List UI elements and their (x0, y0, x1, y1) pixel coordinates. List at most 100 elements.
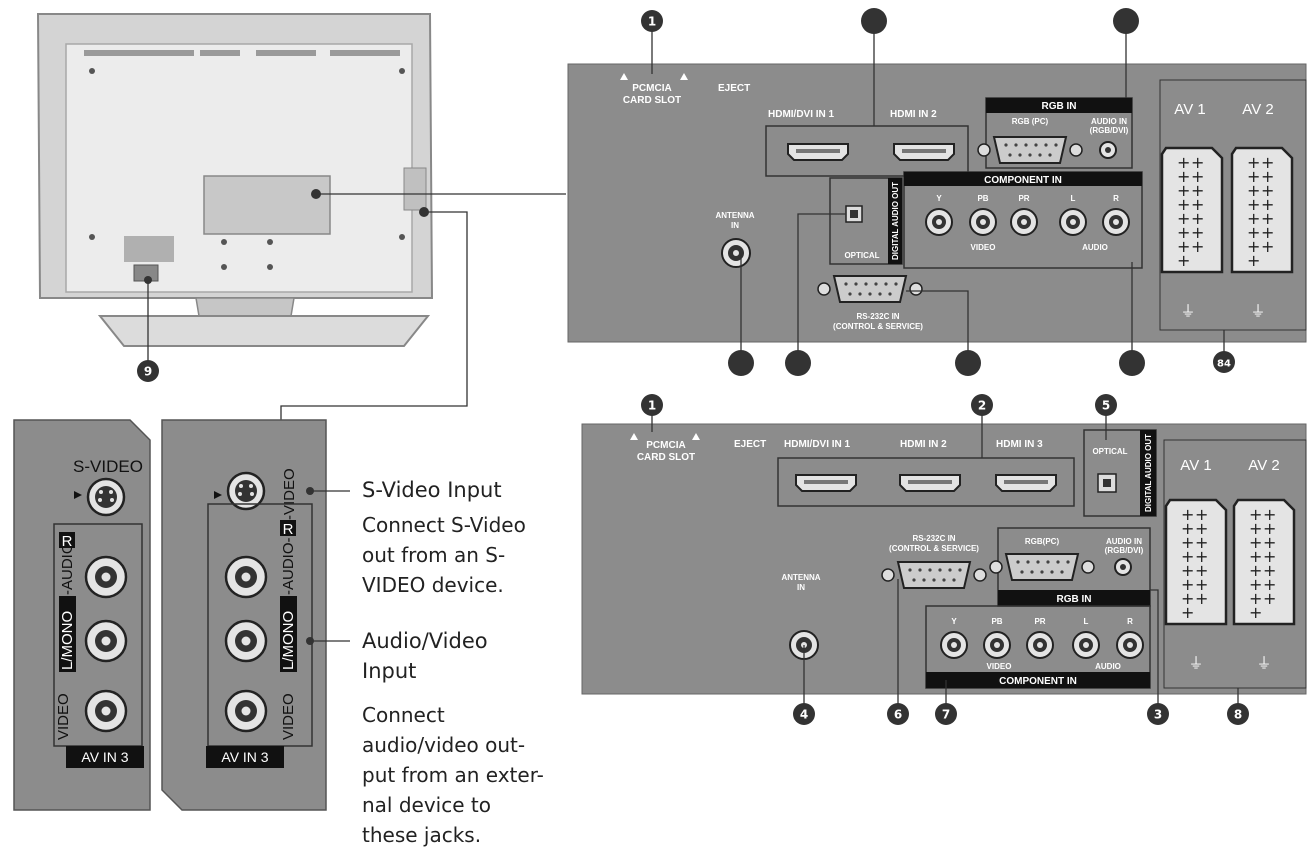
svg-text:R: R (62, 533, 73, 550)
av-input-title-line-2: Input (362, 659, 417, 683)
svg-text:L: L (1084, 617, 1089, 626)
rear-panel-top: PCMCIA CARD SLOT EJECT HDMI/DVI IN 1 HDM… (567, 63, 1307, 343)
svg-text:AV IN 3: AV IN 3 (221, 749, 268, 765)
svg-text:(RGB/DVI): (RGB/DVI) (1105, 546, 1144, 555)
svg-text:⏚: ⏚ (1180, 303, 1195, 320)
svg-text:PB: PB (977, 194, 988, 203)
svg-text:AUDIO: AUDIO (1082, 243, 1108, 252)
callout-lines-bottom (651, 414, 1239, 704)
badge-top-blank-1 (861, 8, 887, 34)
side-panel-right: S-VIDEO VIDEO L/MONO -AUDIO- R AV IN 3 (161, 419, 327, 811)
badge-top-blank-5 (955, 350, 981, 376)
svg-text:DIGITAL AUDIO OUT: DIGITAL AUDIO OUT (1144, 434, 1153, 512)
svg-text:VIDEO: VIDEO (280, 693, 297, 740)
svg-text:PCMCIA: PCMCIA (632, 83, 671, 94)
svg-text:HDMI IN 2: HDMI IN 2 (900, 439, 947, 450)
svg-text:L: L (1071, 194, 1076, 203)
svg-text:1: 1 (648, 399, 656, 413)
svg-text:9: 9 (144, 365, 152, 379)
badge-top-blank-6 (1119, 350, 1145, 376)
svg-text:AV 1: AV 1 (1180, 457, 1211, 474)
svg-text:OPTICAL: OPTICAL (1092, 447, 1127, 456)
svg-text:AV 2: AV 2 (1242, 101, 1273, 118)
svg-text:ANTENNA: ANTENNA (781, 573, 820, 582)
svg-text:IN: IN (797, 583, 805, 592)
av-desc-line-3: put from an exter- (362, 763, 544, 787)
svideo-desc-line-3: VIDEO device. (362, 573, 504, 597)
svg-text:(CONTROL & SERVICE): (CONTROL & SERVICE) (889, 544, 979, 553)
svg-text:Y: Y (936, 194, 942, 203)
svg-text:VIDEO: VIDEO (987, 662, 1012, 671)
badge-bottom-6: 6 (887, 703, 909, 725)
badge-bottom-5: 5 (1095, 394, 1117, 416)
svg-text:8: 8 (1234, 708, 1242, 722)
callout-lines-side (310, 490, 350, 642)
svg-text:VIDEO: VIDEO (971, 243, 996, 252)
audio-in-jack-top (1099, 141, 1117, 159)
svg-text:5: 5 (1102, 399, 1110, 413)
av-desc-line-5: these jacks. (362, 823, 482, 847)
badge-bottom-1: 1 (641, 394, 663, 416)
svg-text:2: 2 (978, 399, 986, 413)
badge-top-84: 84 (1213, 351, 1235, 373)
av-desc-line-4: nal device to (362, 793, 491, 817)
av-desc-line-2: audio/video out- (362, 733, 526, 757)
svg-text:-AUDIO-: -AUDIO- (280, 538, 297, 596)
side-panel-left: S-VIDEO VIDEO L/MONO -AUDIO- R AV IN 3 (13, 419, 151, 811)
svg-text:PR: PR (1018, 194, 1029, 203)
svg-text:VIDEO: VIDEO (55, 693, 72, 740)
badge-bottom-4: 4 (793, 703, 815, 725)
badge-top-blank-4 (785, 350, 811, 376)
svg-text:RGB(PC): RGB(PC) (1025, 537, 1060, 546)
svideo-desc-line-2: out from an S- (362, 543, 506, 567)
svideo-label-left: S-VIDEO (73, 457, 143, 476)
svg-text:6: 6 (894, 708, 902, 722)
badge-top-blank-2 (1113, 8, 1139, 34)
svg-text:IN: IN (731, 221, 739, 230)
svg-text:AV 1: AV 1 (1174, 101, 1205, 118)
svg-text:⏚: ⏚ (1188, 655, 1203, 672)
svg-text:R: R (1113, 194, 1119, 203)
svg-text:HDMI/DVI IN 1: HDMI/DVI IN 1 (768, 109, 835, 120)
callout-lines-tv (147, 193, 566, 420)
antenna-jack-top (721, 238, 751, 268)
svg-text:AUDIO: AUDIO (1095, 662, 1121, 671)
badge-bottom-2: 2 (971, 394, 993, 416)
svg-text:R: R (283, 521, 294, 538)
svg-text:DIGITAL AUDIO OUT: DIGITAL AUDIO OUT (891, 182, 900, 260)
svg-text:⏚: ⏚ (1256, 655, 1271, 672)
av-input-title-line-1: Audio/Video (362, 629, 488, 653)
svg-text:AUDIO IN: AUDIO IN (1091, 117, 1127, 126)
svg-text:7: 7 (942, 708, 950, 722)
svg-text:PCMCIA: PCMCIA (646, 440, 685, 451)
svg-text:COMPONENT IN: COMPONENT IN (999, 676, 1077, 687)
svg-text:-AUDIO-: -AUDIO- (59, 538, 76, 596)
svg-text:PR: PR (1034, 617, 1045, 626)
badge-top-blank-3 (728, 350, 754, 376)
svg-text:3: 3 (1154, 708, 1162, 722)
svg-text:4: 4 (800, 708, 808, 722)
rear-panel-bottom: PCMCIA CARD SLOT EJECT HDMI/DVI IN 1 HDM… (581, 423, 1307, 695)
audio-in-jack-bottom (1114, 558, 1132, 576)
svg-text:HDMI IN 2: HDMI IN 2 (890, 109, 937, 120)
svideo-desc-line-1: Connect S-Video (362, 513, 526, 537)
svg-text:⏚: ⏚ (1250, 303, 1265, 320)
av-desc-line-1: Connect (362, 703, 445, 727)
svg-text:R: R (1127, 617, 1133, 626)
svg-text:EJECT: EJECT (718, 83, 750, 94)
svg-text:(CONTROL & SERVICE): (CONTROL & SERVICE) (833, 322, 923, 331)
svg-text:RGB (PC): RGB (PC) (1012, 117, 1049, 126)
svideo-input-title: S-Video Input (362, 478, 502, 502)
svg-text:HDMI IN 3: HDMI IN 3 (996, 439, 1043, 450)
svg-text:Y: Y (951, 617, 957, 626)
badge-9: 9 (137, 360, 159, 382)
svg-text:AV IN 3: AV IN 3 (81, 749, 128, 765)
svg-text:RS-232C IN: RS-232C IN (856, 312, 899, 321)
av-in-3-tag-right (206, 746, 284, 768)
svg-text:1: 1 (648, 15, 656, 29)
badge-bottom-3: 3 (1147, 703, 1169, 725)
svg-text:HDMI/DVI IN 1: HDMI/DVI IN 1 (784, 439, 851, 450)
svg-text:CARD SLOT: CARD SLOT (623, 95, 681, 106)
svg-text:EJECT: EJECT (734, 439, 766, 450)
